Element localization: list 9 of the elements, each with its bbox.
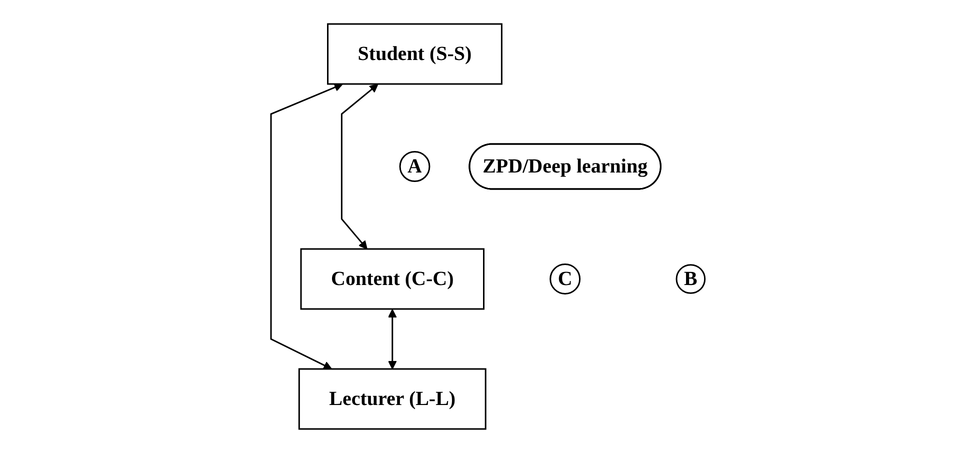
node-circle: B bbox=[676, 264, 706, 294]
arrow bbox=[341, 83, 378, 249]
arrow bbox=[270, 82, 343, 369]
node-box: Student (S-S) bbox=[327, 22, 503, 84]
node-box: Content (C-C) bbox=[300, 248, 485, 310]
arrow bbox=[388, 308, 397, 369]
node-circle: C bbox=[550, 263, 581, 294]
node-box: Lecturer (L-L) bbox=[298, 368, 486, 430]
node-circle: A bbox=[399, 150, 430, 182]
